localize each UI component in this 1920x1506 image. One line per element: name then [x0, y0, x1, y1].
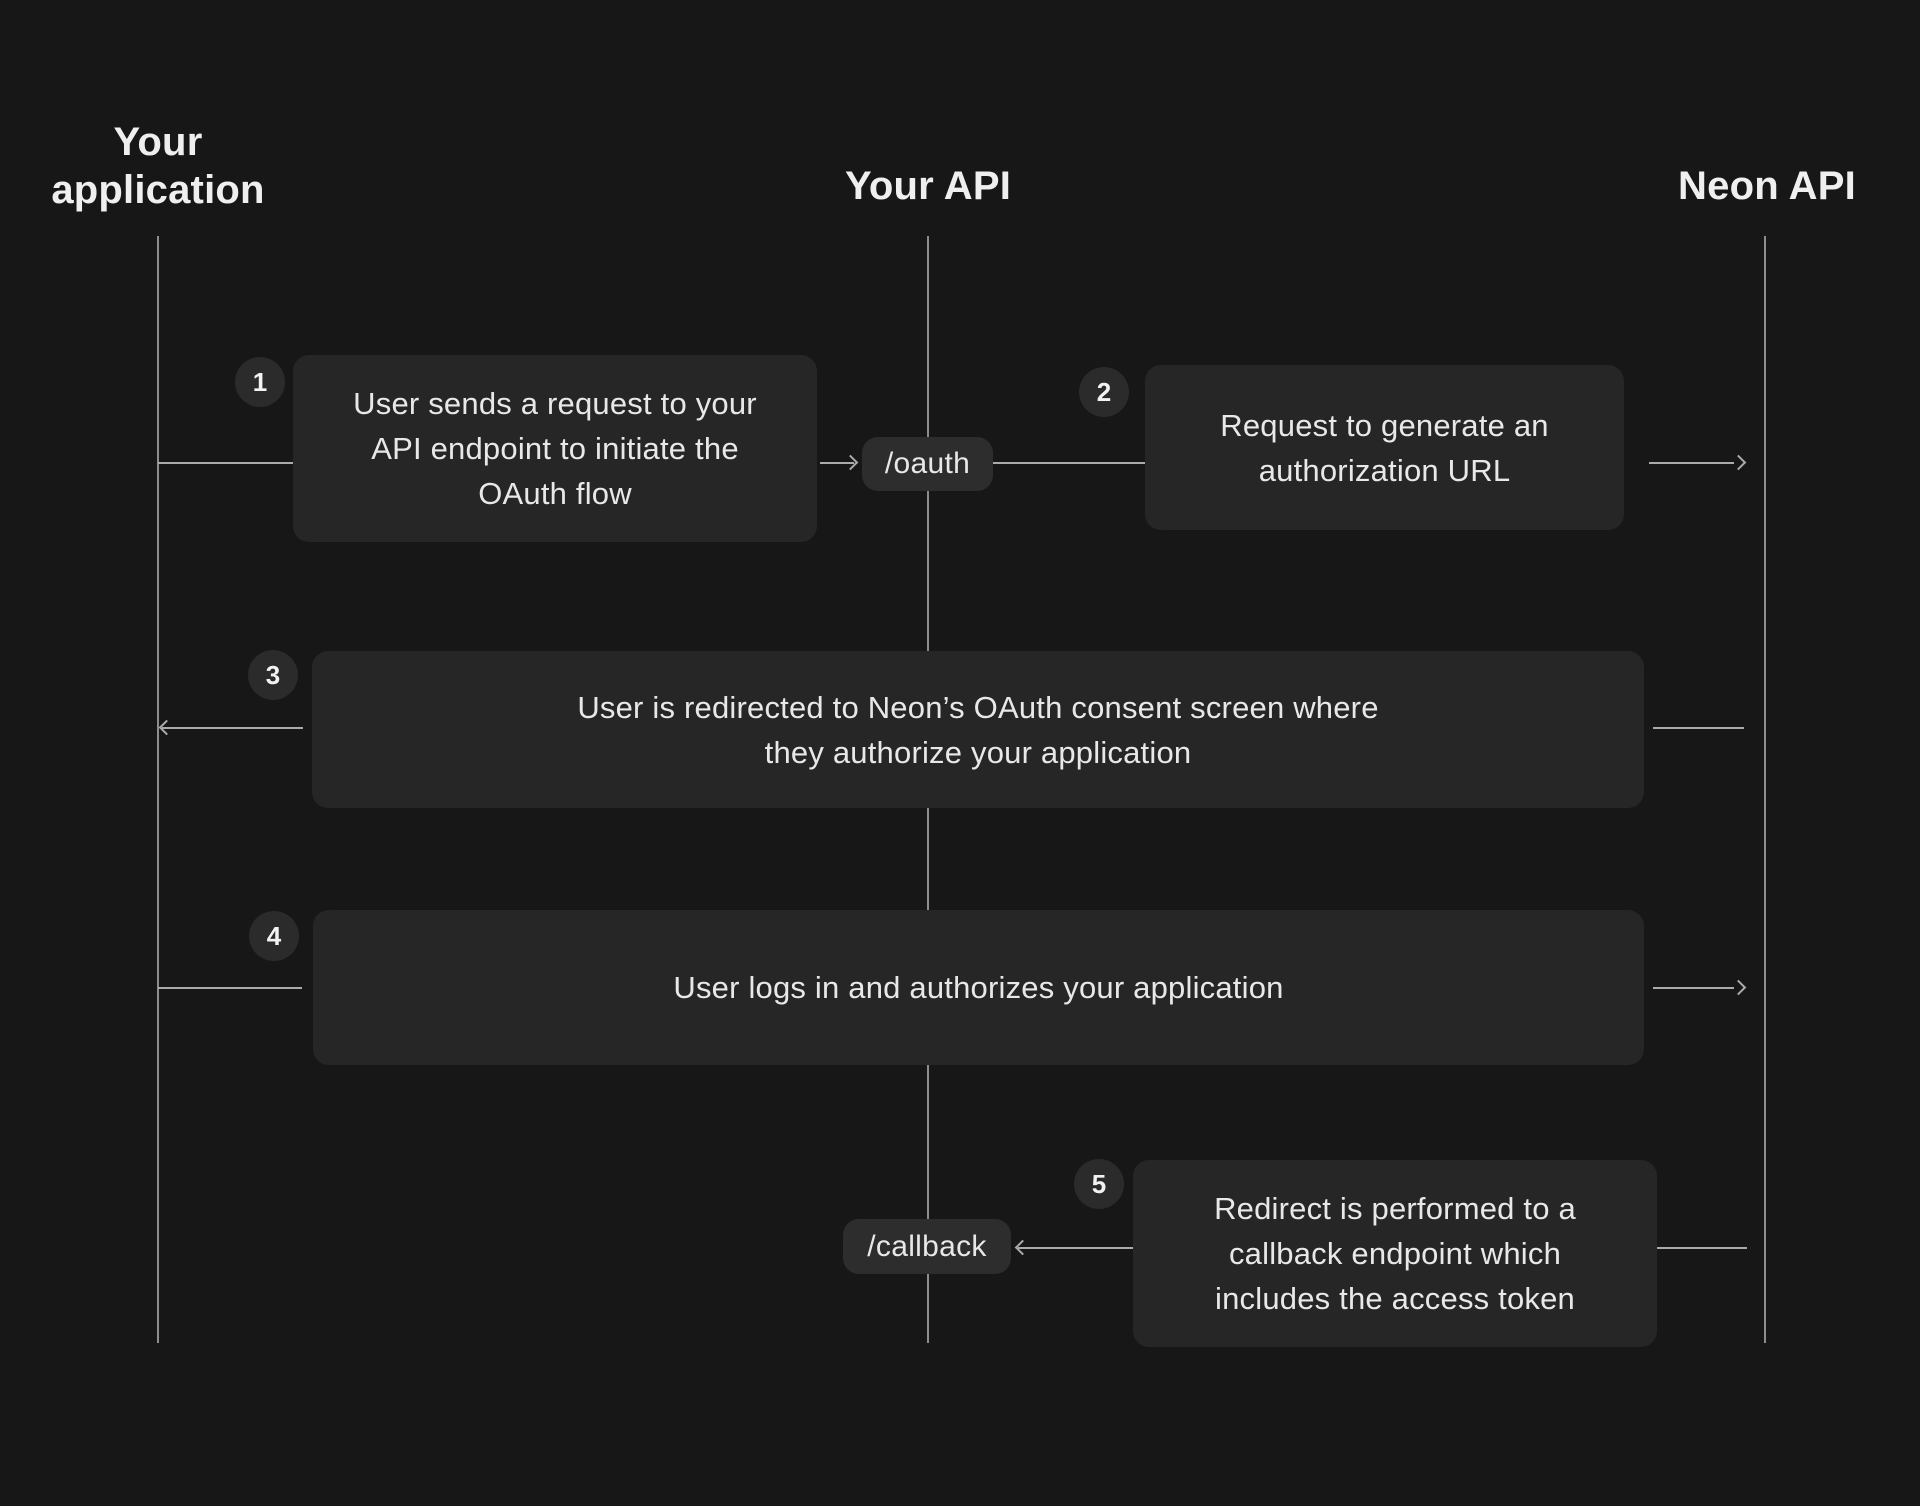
step-5-badge: 5 — [1074, 1159, 1124, 1209]
step-5-text-line3: includes the access token — [1215, 1281, 1575, 1316]
step-3-text-line1: User is redirected to Neon’s OAuth conse… — [577, 689, 1379, 725]
step-3-text-line2: they authorize your application — [764, 734, 1192, 770]
arrow-right-icon — [842, 454, 859, 471]
step-1-box: User sends a request to your API endpoin… — [293, 355, 817, 542]
line-neon-to-step5-box — [1657, 1247, 1747, 1249]
arrow-step1-to-oauth-line — [820, 462, 854, 464]
arrow-step2-to-neon-line — [1649, 462, 1734, 464]
step-2-box: Request to generate an authorization URL — [1145, 365, 1624, 530]
step-4-badge: 4 — [249, 911, 299, 961]
step-1-badge: 1 — [235, 357, 285, 407]
lifeline-your-application — [157, 236, 159, 1343]
step-4-box: User logs in and authorizes your applica… — [313, 910, 1644, 1065]
step-3-badge: 3 — [248, 650, 298, 700]
step-1-text-line3: OAuth flow — [478, 476, 632, 511]
step-2-text-line2: authorization URL — [1258, 452, 1511, 488]
lane-label-your-application: Your application — [51, 120, 265, 212]
step-4-text-line1: User logs in and authorizes your applica… — [673, 970, 1284, 1005]
arrow-step5-to-callback-line — [1018, 1247, 1133, 1249]
line-app-to-step1-box — [158, 462, 293, 464]
step-1-text-line1: User sends a request to your — [353, 386, 757, 421]
lifeline-neon-api — [1764, 236, 1766, 1343]
line-neon-to-step3-box — [1653, 727, 1744, 729]
step-2-text-line1: Request to generate an — [1220, 407, 1549, 443]
callback-endpoint-badge: /callback — [843, 1219, 1011, 1274]
arrow-step3-to-app-line — [162, 727, 303, 729]
step-5-box: Redirect is performed to a callback endp… — [1133, 1160, 1657, 1347]
step-3-box: User is redirected to Neon’s OAuth conse… — [312, 651, 1644, 808]
oauth-endpoint-badge: /oauth — [862, 437, 993, 491]
step-2-badge: 2 — [1079, 367, 1129, 417]
lane-label-your-api: Your API — [844, 164, 1012, 208]
step-5-text-line1: Redirect is performed to a — [1214, 1191, 1576, 1226]
arrow-right-icon — [1730, 979, 1747, 996]
line-app-to-step4-box — [158, 987, 302, 989]
step-1-text-line2: API endpoint to initiate the — [371, 431, 739, 466]
line-oauth-to-step2-box — [993, 462, 1145, 464]
arrow-right-icon — [1730, 454, 1747, 471]
step-5-text-line2: callback endpoint which — [1228, 1236, 1562, 1271]
lane-label-neon-api: Neon API — [1678, 164, 1856, 208]
arrow-step4-to-neon-line — [1653, 987, 1734, 989]
